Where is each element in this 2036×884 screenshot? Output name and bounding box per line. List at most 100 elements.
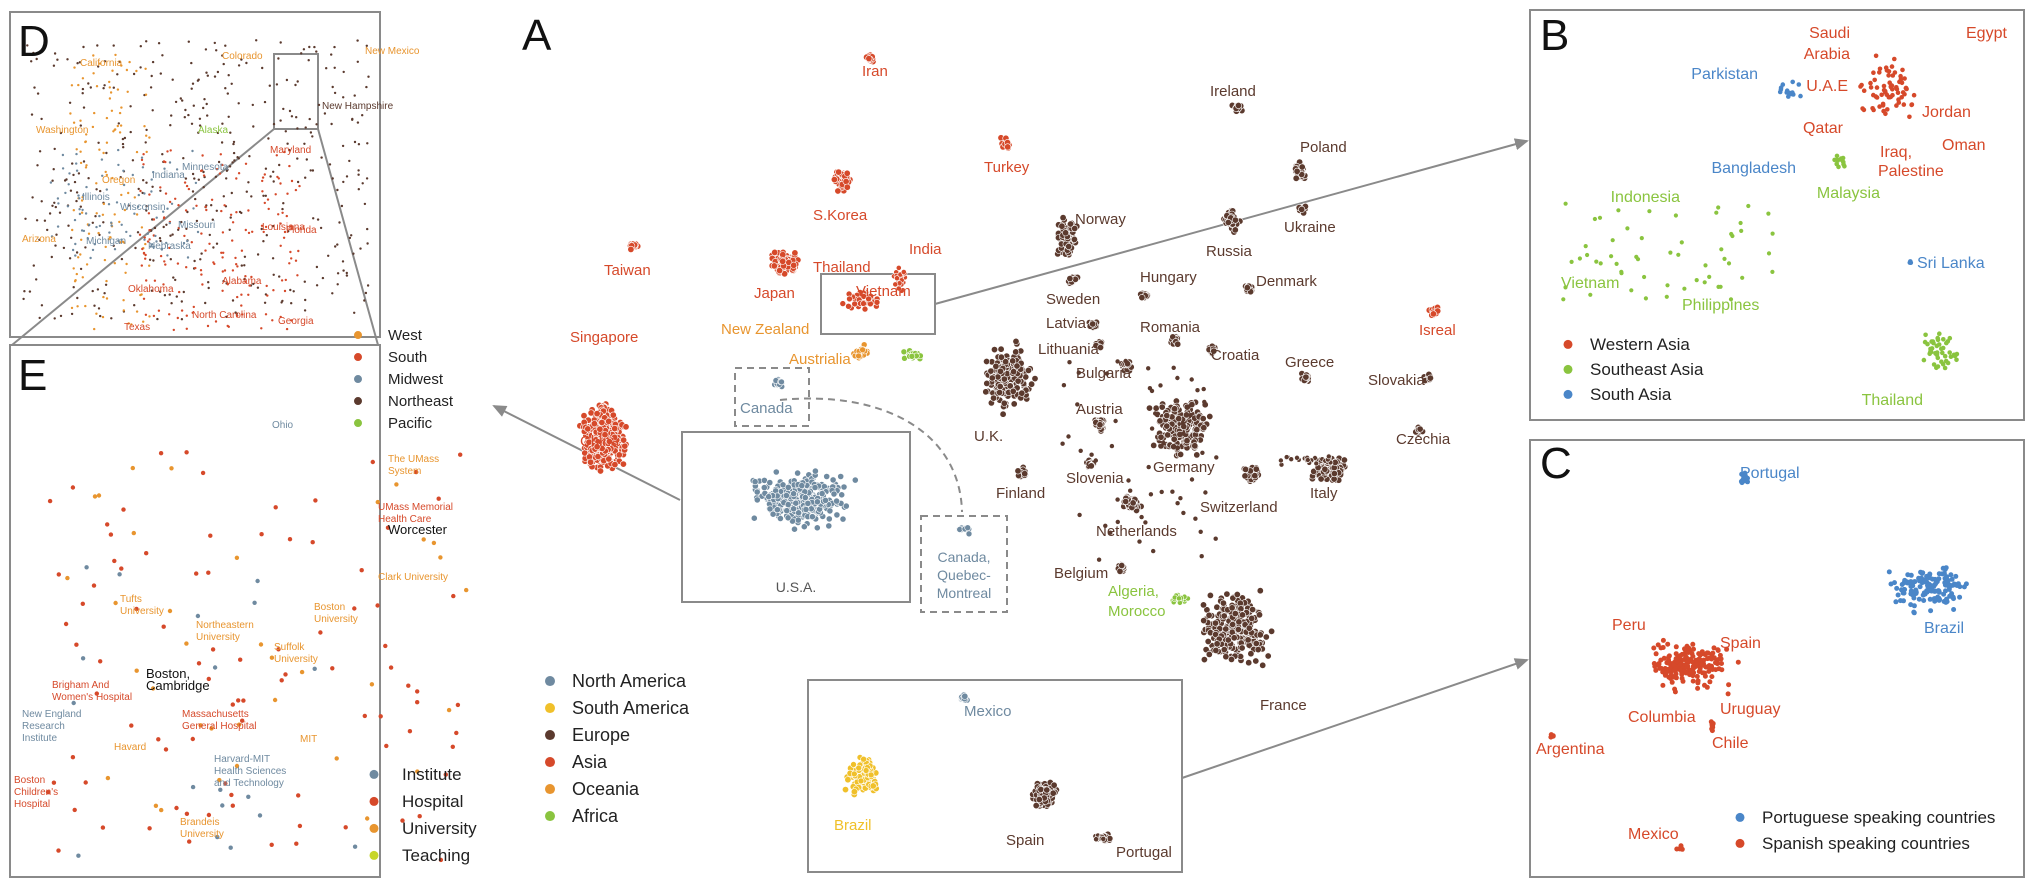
canada-quebec-link [779,397,963,513]
data-point [142,297,146,300]
data-point [286,192,289,195]
data-point [72,286,75,289]
data-point [98,214,101,218]
data-point [415,700,420,705]
country-label: Ireland [1210,83,1256,100]
data-point [304,298,307,302]
data-point [1927,571,1933,577]
data-point [1004,143,1012,151]
data-point [596,425,604,433]
country-label-c: Chile [1712,735,1749,752]
data-point [342,70,345,74]
data-point [122,309,126,312]
data-point [345,274,349,277]
data-point [247,293,250,296]
data-point [771,248,779,256]
data-point [620,436,628,444]
data-point [272,289,275,292]
data-point [230,191,233,195]
data-point [1713,660,1718,666]
data-point [228,228,231,231]
data-point [1934,350,1940,355]
data-point [190,87,193,90]
data-point [215,209,218,212]
data-point [56,572,61,577]
data-point [1251,472,1259,480]
data-point [294,259,298,262]
country-label: Morocco [1108,603,1166,620]
data-point [299,669,305,675]
data-point [197,178,200,181]
data-point [96,493,102,498]
data-point [1706,663,1712,669]
data-point [236,295,239,299]
data-point [98,224,102,228]
cluster-spain [1029,778,1060,810]
data-point [587,458,595,466]
data-point [804,499,812,507]
data-point [175,295,178,298]
cluster-lithuania [1092,338,1106,352]
country-label: Algeria, [1108,583,1159,600]
data-point [264,167,268,170]
data-point [296,793,301,798]
data-point [79,150,82,153]
cluster-taiwan [626,240,642,253]
data-point [367,75,370,78]
data-point [237,157,240,160]
data-point [1947,335,1953,341]
data-point [394,482,399,487]
data-point [1948,572,1954,578]
data-point [134,668,139,673]
us-region-legend-swatch [354,331,362,340]
data-point [1690,673,1696,679]
data-point [750,514,758,522]
data-point [1067,360,1072,365]
data-point [353,140,357,144]
data-point [219,153,222,156]
data-point [262,194,265,197]
state-label: Florida [286,225,317,236]
data-point [117,572,122,577]
data-point [232,140,236,144]
data-point [140,156,144,159]
data-point [144,313,148,316]
data-point [290,179,294,183]
data-point [200,232,203,235]
cluster-greece [1298,370,1312,385]
data-point [334,245,337,248]
data-point [609,411,617,419]
data-point [73,180,77,184]
data-point [227,115,230,119]
data-point [1010,400,1018,408]
data-point [117,148,120,152]
data-point [1032,802,1040,810]
data-point [192,207,195,210]
data-point [303,309,307,312]
data-point [221,270,224,273]
data-point [1672,666,1678,672]
data-point [1894,85,1899,90]
data-point [133,304,136,307]
data-point [776,267,784,275]
data-point [236,698,241,703]
data-point [66,58,69,61]
data-point [100,825,106,830]
data-point [1672,689,1678,695]
data-point [273,505,278,510]
data-point [255,578,260,584]
data-point [1704,656,1710,662]
data-point [315,284,319,287]
data-point [75,199,78,203]
data-point [84,212,88,215]
data-point [220,141,224,144]
cluster-hungary [1137,289,1151,302]
data-point [1592,216,1597,222]
data-point [289,288,292,292]
data-point [237,102,240,105]
data-point [132,72,136,76]
data-point [294,188,298,192]
data-point [166,207,169,210]
data-point [982,388,990,396]
data-point [1231,226,1239,234]
